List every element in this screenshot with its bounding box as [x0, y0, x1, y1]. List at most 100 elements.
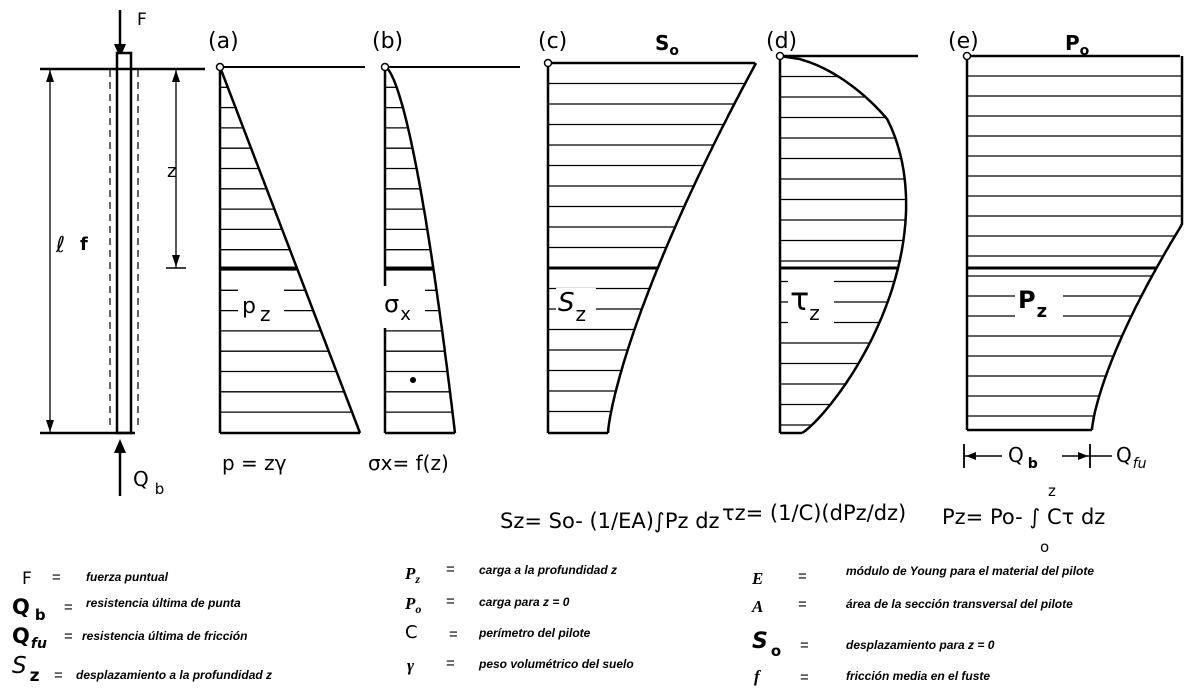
legend-equals: =	[449, 626, 458, 643]
legend-symbol: Pz	[404, 564, 420, 586]
legend-item-po: Po = carga para z = 0	[404, 593, 570, 616]
panel-a-curve	[218, 66, 362, 434]
panel-d-variable: τz	[790, 280, 820, 325]
legend-equals: =	[54, 667, 63, 684]
legend-equals: =	[800, 637, 809, 654]
legend-description: desplazamiento para z = 0	[846, 638, 995, 652]
formulas: p = zγ σx= f(z) Sz= So- (1/EA)∫Pz dz τz=…	[222, 451, 1105, 556]
panel-c-var-bg	[556, 288, 596, 328]
legend-description: módulo de Young para el material del pil…	[846, 564, 1094, 578]
panel-b-variable: σx	[384, 290, 411, 325]
legend-equals: =	[798, 568, 807, 585]
legend-description: fuerza puntual	[86, 570, 169, 584]
length-arrow-bottom	[46, 420, 54, 432]
legend-symbol: Qfu	[12, 624, 47, 652]
legend-description: carga para z = 0	[479, 595, 570, 609]
legend-description: resistencia última de punta	[86, 596, 241, 610]
panel-e-curve	[1090, 56, 1184, 431]
panel-d-shear	[775, 51, 918, 435]
legend-description: desplazamiento a la profundidad z	[76, 668, 272, 682]
panel-e-load	[962, 51, 1184, 432]
qfu-bg	[1112, 440, 1162, 472]
legend-equals: =	[446, 655, 455, 672]
panel-a-formula: p = zγ	[222, 451, 287, 475]
panel-d-var-bg	[788, 280, 834, 330]
panel-d-origin	[775, 51, 785, 61]
legend-item-e: E = módulo de Young para el material del…	[751, 564, 1094, 588]
panel-a-origin	[215, 62, 225, 72]
depth-arrow-bottom	[172, 255, 180, 267]
legend-symbol: Po	[404, 594, 421, 616]
legend-equals: =	[446, 593, 455, 610]
panel-b-label: (b)	[372, 29, 403, 54]
legend-description: resistencia última de fricción	[82, 629, 247, 643]
panel-e-top-label: Po	[1065, 31, 1090, 59]
legend-item-c: C = perímetro del pilote	[405, 622, 591, 643]
panel-d-formula: τz= (1/C)(dPz/dz)	[722, 501, 906, 525]
legend-symbol: A	[751, 597, 763, 616]
panel-d-curve	[779, 54, 908, 435]
legend-symbol: f	[754, 667, 762, 686]
force-arrow-head	[114, 44, 126, 58]
panel-c-curve	[606, 62, 758, 434]
panel-d-label: (d)	[766, 29, 797, 54]
panel-b-formula: σx= f(z)	[368, 451, 449, 475]
panel-b-var-bg	[381, 286, 425, 328]
panel-e-qfu: Qfu	[1116, 443, 1147, 472]
legend-equals: =	[64, 599, 73, 616]
length-arrow-top	[46, 70, 54, 82]
legend-description: fricción media en el fuste	[846, 669, 990, 683]
legend-item-f-force: F = fuerza puntual	[22, 569, 169, 589]
depth-arrow-top	[172, 70, 180, 82]
legend-description: área de la sección transversal del pilot…	[846, 597, 1073, 611]
panel-labels: (a) (b) (c) (d) (e) So Po	[208, 29, 1090, 59]
panel-c-displacement	[543, 58, 758, 435]
panel-a-pressure	[215, 62, 365, 435]
panel-e-var-bg	[1015, 282, 1063, 326]
legend-equals: =	[798, 596, 807, 613]
legend-equals: =	[64, 628, 73, 645]
panel-c-label: (c)	[538, 29, 567, 54]
panel-c-origin	[543, 58, 553, 68]
panel-b-origin	[380, 62, 390, 72]
legend-description: perímetro del pilote	[478, 626, 591, 640]
panel-e-int-upper: z	[1048, 482, 1056, 500]
legend-symbol: γ	[407, 656, 415, 675]
panel-c-variable: Sz	[558, 288, 586, 326]
legend-item-a: A = área de la sección transversal del p…	[751, 596, 1073, 616]
legend-item-qfu: Qfu = resistencia última de fricción	[12, 624, 247, 652]
panel-b-curve	[384, 66, 457, 434]
legend-description: carga a la profundidad z	[479, 563, 617, 577]
panel-c-top-label: So	[655, 31, 679, 59]
panel-a-label: (a)	[208, 29, 239, 54]
legend-symbol: C	[405, 622, 418, 643]
split-arrow-mid	[1078, 452, 1088, 460]
legend-symbol: E	[751, 569, 763, 588]
base-arrow-head	[114, 439, 126, 453]
legend-item-f-friction: f = fricción media en el fuste	[754, 667, 990, 686]
legend-description: peso volumétrico del suelo	[478, 657, 634, 671]
panel-b-stress	[380, 62, 520, 435]
panel-e-int-lower: o	[1040, 538, 1049, 556]
panel-b-dot	[410, 377, 416, 383]
legend-item-gamma: γ = peso volumétrico del suelo	[407, 655, 634, 675]
legend-equals: =	[52, 569, 61, 586]
panel-e-variable: Pz	[1018, 286, 1047, 322]
legend-item-pz: Pz = carga a la profundidad z	[404, 561, 617, 586]
qb-bg	[1002, 440, 1062, 472]
panel-e-formula: Pz= Po- ∫ Cτ dz	[942, 505, 1105, 529]
legend-symbol: F	[22, 569, 32, 589]
